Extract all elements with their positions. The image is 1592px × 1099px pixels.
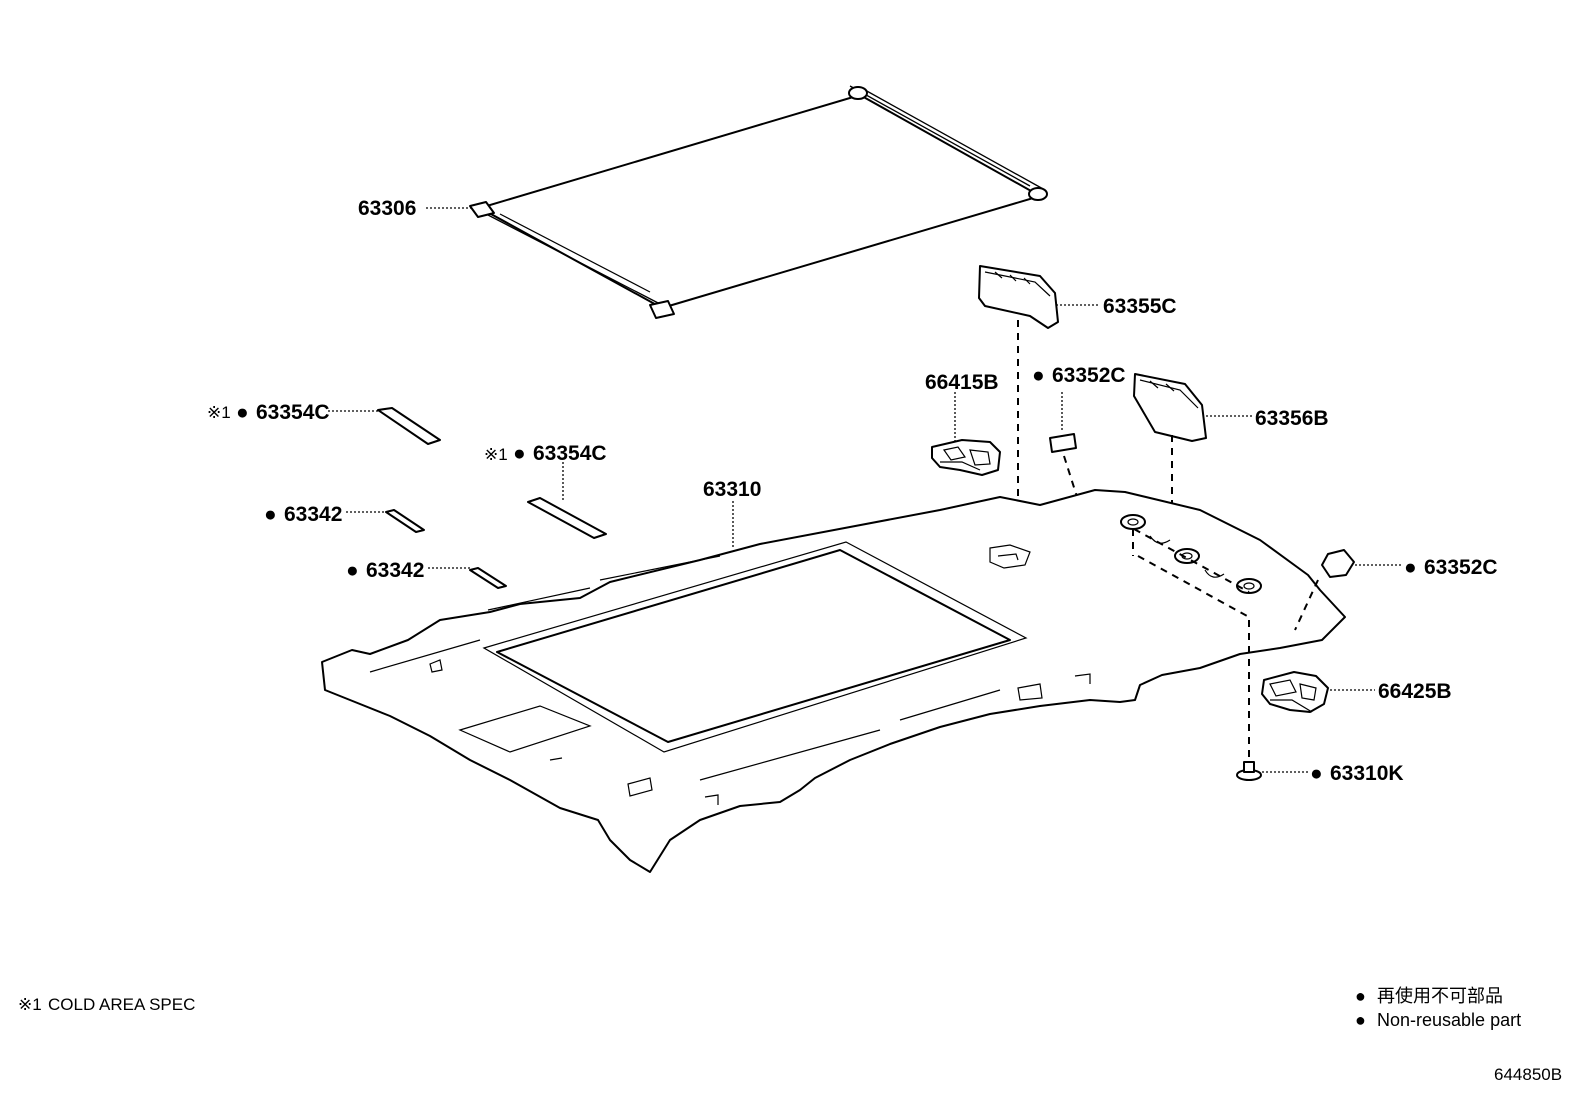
diagram-id: 644850B xyxy=(1494,1065,1562,1084)
label-63352c-right: 63352C xyxy=(1424,556,1498,579)
pad-63356b xyxy=(1133,373,1207,442)
label-63354c-b: 63354C xyxy=(533,442,607,465)
strip-63354c-a xyxy=(377,407,441,445)
legend-bullet-jp: ● xyxy=(1355,986,1366,1006)
cold-area-mark-63354c-b: ※1 xyxy=(484,445,508,464)
non-reusable-mark-63354c-a: ● xyxy=(236,401,249,424)
label-63354c-a: 63354C xyxy=(256,401,330,424)
label-66425b: 66425B xyxy=(1378,680,1452,703)
label-63310k: 63310K xyxy=(1330,762,1404,785)
label-63306: 63306 xyxy=(358,197,416,220)
footnote-text: COLD AREA SPEC xyxy=(48,995,195,1014)
pad-63355c xyxy=(978,265,1059,329)
pad-63352c-top xyxy=(1049,433,1077,453)
non-reusable-mark-63354c-b: ● xyxy=(513,442,526,465)
non-reusable-mark-63342-a: ● xyxy=(264,503,277,526)
label-63352c-top: 63352C xyxy=(1052,364,1126,387)
dash-63352c-right xyxy=(1294,579,1319,631)
strip-63354c-b xyxy=(527,497,607,539)
non-reusable-mark-63352c-right: ● xyxy=(1404,556,1417,579)
strip-63342-a xyxy=(385,509,425,533)
non-reusable-mark-63352c-top: ● xyxy=(1032,364,1045,387)
legend-english: Non-reusable part xyxy=(1377,1010,1521,1030)
footnote-mark: ※1 xyxy=(18,995,42,1014)
label-66415b: 66415B xyxy=(925,371,999,394)
legend-bullet-en: ● xyxy=(1355,1010,1366,1030)
dash-63352c-top xyxy=(1063,455,1079,501)
non-reusable-mark-63310k: ● xyxy=(1310,762,1323,785)
label-63342-a: 63342 xyxy=(284,503,342,526)
sunshade-63306 xyxy=(469,85,1048,319)
clip-66415b xyxy=(931,439,1001,476)
label-63342-b: 63342 xyxy=(366,559,424,582)
pad-63352c-right xyxy=(1321,549,1355,578)
non-reusable-mark-63342-b: ● xyxy=(346,559,359,582)
legend-japanese: 再使用不可部品 xyxy=(1377,986,1503,1006)
clip-63310k xyxy=(1236,761,1262,781)
cold-area-mark-63354c-a: ※1 xyxy=(207,403,231,422)
label-63356b: 63356B xyxy=(1255,407,1329,430)
strip-63342-b xyxy=(469,567,507,589)
label-63355c: 63355C xyxy=(1103,295,1177,318)
clip-66425b xyxy=(1261,671,1329,713)
label-63310: 63310 xyxy=(703,478,761,501)
headliner-63310 xyxy=(321,489,1346,873)
